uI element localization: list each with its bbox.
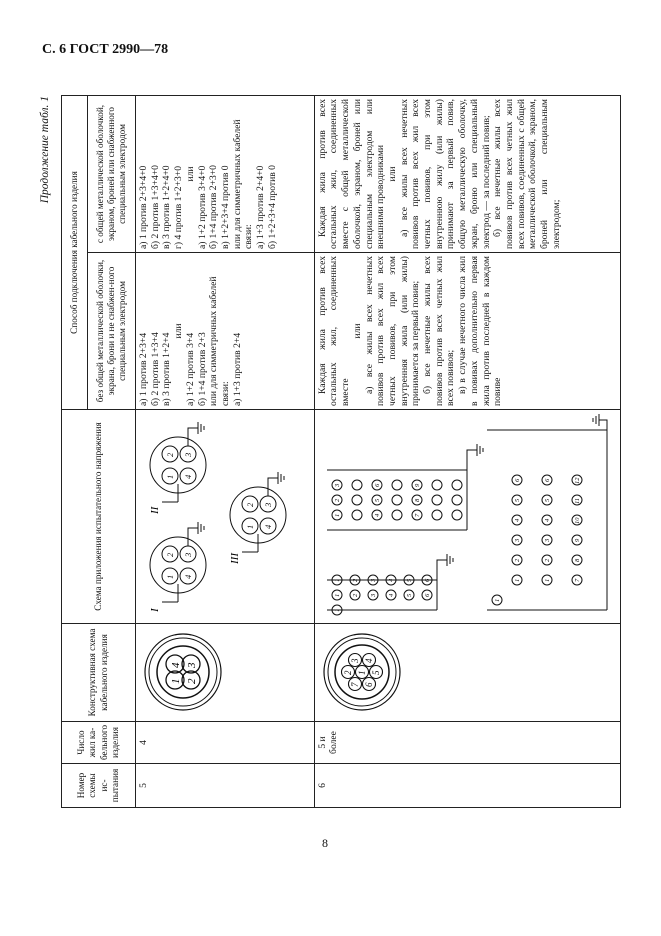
svg-text:3: 3: [370, 593, 377, 598]
header-construct: Конструктивная схема кабельного изделия: [61, 623, 136, 722]
svg-text:2: 2: [343, 670, 353, 675]
page-number: 8: [322, 836, 328, 850]
svg-text:2: 2: [352, 578, 359, 582]
core-count-cell: 5 и более: [314, 721, 621, 764]
svg-text:2: 2: [544, 558, 551, 562]
method-without-cell: а) 1 против 2+3+4 б) 2 против 1+3+4 в) 3…: [135, 252, 315, 410]
svg-text:2: 2: [165, 452, 175, 457]
svg-text:5: 5: [371, 670, 381, 675]
method-with-cell: а) 1 против 2+3+4+0 б) 2 против 1+3+4+0 …: [135, 95, 315, 253]
header-voltage-scheme: Схема приложения испытательного напряжен…: [61, 409, 136, 624]
svg-text:7: 7: [574, 578, 581, 582]
svg-text:6: 6: [374, 483, 381, 487]
svg-text:1: 1: [165, 575, 175, 579]
svg-text:8: 8: [414, 498, 421, 502]
svg-text:5: 5: [406, 593, 413, 597]
svg-text:3: 3: [514, 538, 521, 543]
scheme-number-cell: 5: [135, 763, 315, 808]
svg-text:1: 1: [334, 514, 341, 517]
cable-multi-core-diagram: 12 3 4 5 67: [323, 633, 401, 711]
svg-text:4: 4: [388, 578, 395, 582]
voltage-diagram-5: 1 2 4 3 1 2 4 3 1 2 4 3 I II III: [149, 422, 287, 613]
scheme-number-cell: 6: [314, 763, 621, 808]
svg-text:4: 4: [263, 524, 273, 529]
test-schemes-table: Номер схемы ис-пытания Число жил ка-бель…: [61, 95, 621, 808]
svg-text:2: 2: [352, 593, 359, 597]
svg-text:1: 1: [334, 594, 341, 597]
svg-text:6: 6: [424, 578, 431, 582]
diagram-label-iii: III: [229, 552, 241, 565]
svg-text:1: 1: [170, 679, 182, 685]
core-count-cell: 4: [135, 721, 315, 764]
svg-text:1: 1: [334, 579, 341, 582]
header-method: Способ подключения кабельного изделия: [61, 95, 88, 410]
svg-text:1: 1: [357, 671, 367, 676]
svg-text:9: 9: [574, 538, 581, 542]
header-scheme-no: Номер схемы ис-пытания: [61, 763, 136, 808]
svg-text:3: 3: [183, 453, 193, 458]
svg-text:9: 9: [414, 483, 421, 487]
cable-4-core-diagram: 1 4 2 3: [144, 633, 222, 711]
svg-text:4: 4: [544, 518, 551, 522]
svg-text:2: 2: [245, 502, 255, 507]
table-continuation-note: Продолжение табл. 1: [39, 96, 51, 204]
svg-text:4: 4: [374, 513, 381, 517]
rotated-table-page: Продолжение табл. 1 Номер схемы ис-пытан…: [39, 95, 621, 808]
svg-text:4: 4: [183, 474, 193, 479]
svg-text:3: 3: [350, 658, 360, 664]
svg-text:1: 1: [334, 609, 341, 612]
svg-text:2: 2: [186, 678, 198, 684]
voltage-diagram-6: 1 11 22 33 44 55 66 123 456 789 1 123 45…: [326, 414, 608, 616]
svg-text:4: 4: [183, 574, 193, 579]
svg-text:7: 7: [414, 513, 421, 517]
svg-text:4: 4: [364, 658, 374, 663]
svg-text:5: 5: [514, 498, 521, 502]
header-with-sheath: с общей металлической оболочкой, экраном…: [87, 95, 136, 253]
svg-text:10: 10: [574, 517, 581, 524]
svg-text:1: 1: [165, 475, 175, 479]
svg-text:5: 5: [544, 498, 551, 502]
svg-text:5: 5: [374, 498, 381, 502]
diagram-label-ii: II: [149, 505, 161, 515]
svg-text:1: 1: [245, 525, 255, 529]
svg-text:7: 7: [350, 682, 360, 687]
svg-text:8: 8: [574, 558, 581, 562]
page-header: С. 6 ГОСТ 2990—78: [42, 42, 169, 57]
table-row: 5 4 1 4 2 3: [135, 95, 315, 808]
svg-text:2: 2: [334, 498, 341, 502]
diagram-label-i: I: [149, 607, 161, 613]
header-without-sheath: без общей металлической оболочки, экрана…: [87, 252, 136, 410]
voltage-scheme-cell: 1 2 4 3 1 2 4 3 1 2 4 3 I II III: [135, 409, 315, 624]
svg-text:3: 3: [334, 483, 341, 488]
method-without-cell: Каждая жила против всех остальных жил, с…: [314, 252, 621, 410]
svg-text:3: 3: [183, 553, 193, 558]
svg-text:11: 11: [574, 498, 581, 504]
svg-text:6: 6: [544, 478, 551, 482]
svg-text:4: 4: [170, 662, 182, 668]
svg-text:3: 3: [370, 578, 377, 583]
svg-text:2: 2: [514, 558, 521, 562]
header-core-count: Число жил ка-бельного изделия: [61, 721, 136, 764]
svg-text:4: 4: [514, 518, 521, 522]
svg-text:3: 3: [544, 538, 551, 543]
svg-text:1: 1: [544, 579, 551, 582]
svg-text:3: 3: [263, 503, 273, 508]
svg-text:5: 5: [406, 578, 413, 582]
construct-cell: 1 4 2 3: [135, 623, 315, 722]
svg-text:6: 6: [364, 682, 374, 687]
svg-text:2: 2: [165, 552, 175, 557]
svg-text:1: 1: [514, 579, 521, 582]
svg-text:3: 3: [186, 662, 198, 669]
svg-text:6: 6: [424, 593, 431, 597]
svg-text:6: 6: [514, 478, 521, 482]
svg-text:1: 1: [494, 599, 501, 602]
svg-text:4: 4: [388, 593, 395, 597]
method-with-cell: Каждая жила против всех остальных жил, с…: [314, 95, 621, 253]
svg-text:12: 12: [574, 477, 581, 484]
